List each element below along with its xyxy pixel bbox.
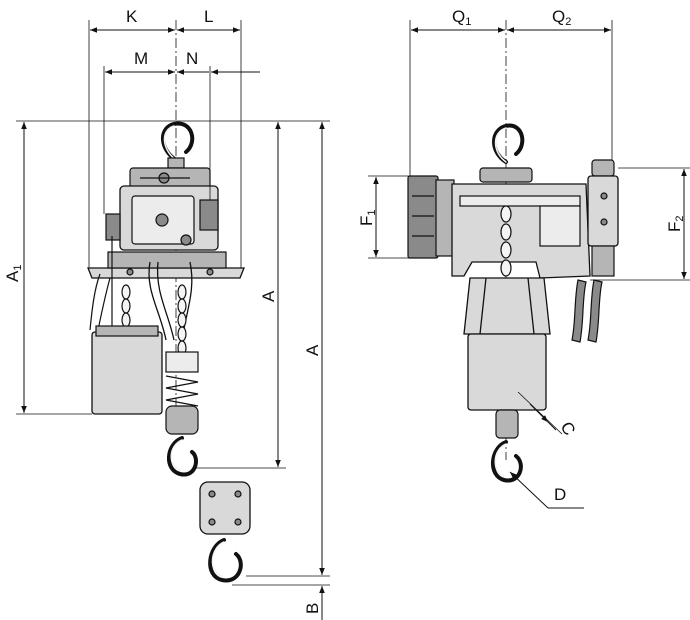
- label-a1: A1: [3, 265, 24, 282]
- label-f2: F2: [665, 215, 686, 232]
- side-top-hook: [479, 123, 533, 183]
- flange-plate: [87, 251, 245, 279]
- lower-hook-block: [199, 481, 251, 583]
- dim-c-tail: [547, 421, 557, 431]
- side-chain-bucket: [467, 333, 547, 411]
- label-l: L: [204, 7, 213, 26]
- label-n: N: [186, 49, 198, 68]
- front-view: K L M N A1 A A B: [3, 7, 330, 620]
- spring-block: [165, 351, 199, 477]
- label-k: K: [126, 7, 138, 26]
- label-m: M: [134, 49, 148, 68]
- dim-d-arrow: [509, 471, 549, 509]
- side-gearbox: [451, 183, 591, 279]
- label-d: D: [554, 485, 566, 504]
- side-bottom-hook: [491, 409, 523, 483]
- hoist-housing: [105, 167, 219, 251]
- top-hook: [161, 121, 195, 169]
- side-view: Q1 Q2 F1 F2 C D: [357, 7, 690, 509]
- side-control-valve: [571, 159, 619, 343]
- label-b: B: [303, 603, 322, 614]
- chain-bucket: [91, 325, 163, 415]
- load-chain: [121, 284, 187, 356]
- dim-c-arrow: [529, 403, 549, 423]
- side-chain-guide: [463, 277, 551, 335]
- label-q1: Q1: [452, 7, 471, 28]
- label-c: C: [557, 419, 580, 439]
- label-f1: F1: [357, 209, 378, 226]
- label-a-outer: A: [303, 344, 322, 356]
- label-a-inner: A: [259, 290, 278, 302]
- label-q2: Q2: [552, 7, 571, 28]
- side-motor: [407, 175, 455, 259]
- ext-c: [517, 391, 563, 435]
